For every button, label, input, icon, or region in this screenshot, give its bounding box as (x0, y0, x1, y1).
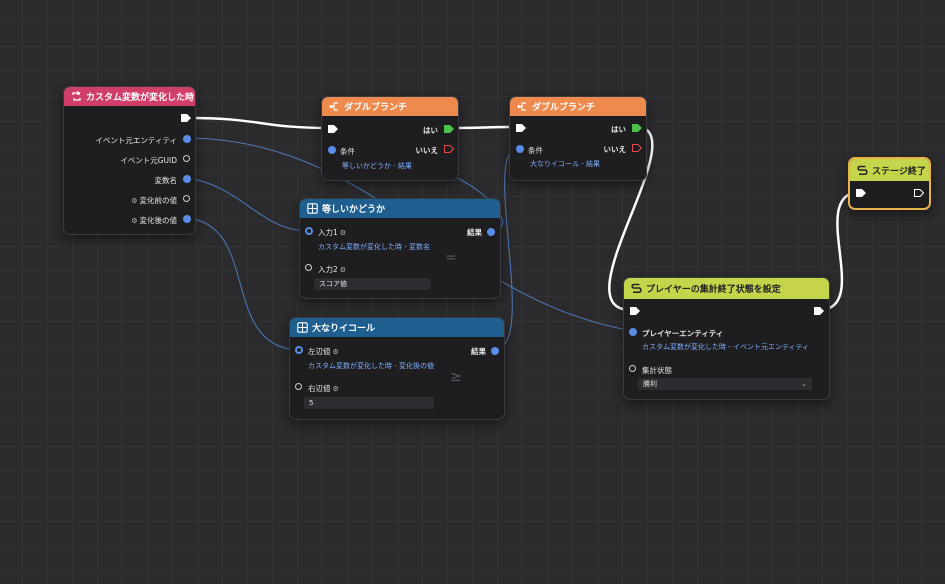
condition-label: 条件 (340, 147, 355, 156)
wire-after-value (186, 217, 298, 351)
player-entity-label: プレイヤーエンティティ (642, 329, 724, 338)
tally-state-dropdown[interactable]: 勝利 ⌄ (638, 378, 812, 390)
input2-pin[interactable] (305, 264, 312, 271)
result-label: 結果 (471, 347, 486, 356)
node-gte[interactable]: 大なりイコール 左辺値⚙ 結果 カスタム変数が変化した時 - 変化後の値 ≥ 右… (289, 317, 505, 420)
script-icon (630, 283, 642, 295)
node-header[interactable]: プレイヤーの集計終了状態を設定 (624, 278, 829, 299)
output-label-source-guid: イベント元GUID (120, 156, 177, 165)
yes-exec-pin[interactable] (632, 124, 642, 132)
left-value-label: 左辺値⚙ (308, 347, 339, 356)
gear-icon: ⚙ (339, 266, 347, 274)
output-pin-var-name[interactable] (183, 175, 191, 183)
condition-pin[interactable] (328, 146, 336, 154)
input1-link: カスタム変数が変化した時 - 変数名 (318, 243, 430, 251)
exec-in-pin[interactable] (516, 124, 526, 132)
no-exec-pin[interactable] (444, 145, 454, 153)
result-pin[interactable] (491, 347, 499, 355)
node-title: ステージ終了 (872, 166, 926, 177)
node-title: プレイヤーの集計終了状態を設定 (646, 285, 781, 295)
right-value-label: 右辺値⚙ (308, 384, 339, 393)
gte-operator: ≥ (450, 369, 462, 385)
no-label: いいえ (603, 145, 627, 154)
result-label: 結果 (467, 228, 482, 237)
output-label-after-value: ⚙変化後の値 (131, 216, 177, 225)
exec-in-pin[interactable] (328, 125, 338, 133)
branch-icon (516, 101, 528, 113)
output-label-before-value: ⚙変化前の値 (131, 196, 177, 205)
node-title: ダブルブランチ (344, 103, 408, 113)
node-title: 等しいかどうか (322, 205, 386, 215)
no-exec-pin[interactable] (632, 144, 642, 152)
condition-pin[interactable] (516, 145, 524, 153)
tally-state-label: 集計状態 (642, 366, 672, 375)
node-header[interactable]: カスタム変数が変化した時 (64, 87, 195, 106)
calc-icon (296, 322, 308, 334)
left-value-link: カスタム変数が変化した時 - 変化後の値 (308, 362, 434, 370)
exec-out-pin[interactable] (814, 307, 824, 315)
node-set-player-tally-state[interactable]: プレイヤーの集計終了状態を設定 プレイヤーエンティティ カスタム変数が変化した時… (623, 277, 830, 400)
gear-icon: ⚙ (131, 197, 138, 205)
output-pin-before-value[interactable] (183, 195, 190, 202)
input2-label: 入力2⚙ (318, 265, 347, 274)
player-entity-link: カスタム変数が変化した時 - イベント元エンティティ (642, 343, 810, 351)
player-entity-pin[interactable] (629, 328, 637, 336)
gear-icon: ⚙ (332, 348, 339, 356)
yes-label: はい (423, 126, 438, 135)
node-title: 大なりイコール (312, 324, 376, 334)
output-pin-after-value[interactable] (183, 215, 191, 223)
input2-field[interactable]: スコア値 (314, 278, 431, 290)
loop-icon (70, 91, 82, 103)
node-stage-end[interactable]: ステージ終了 (848, 157, 931, 210)
condition-link: 等しいかどうか - 結果 (342, 162, 412, 170)
node-custom-var-changed[interactable]: カスタム変数が変化した時 イベント元エンティティ イベント元GUID 変数名 ⚙… (63, 86, 196, 235)
dropdown-arrow-icon: ⌄ (801, 380, 807, 388)
input1-label: 入力1⚙ (318, 228, 347, 237)
output-label-var-name: 変数名 (154, 176, 178, 185)
node-equals[interactable]: 等しいかどうか 入力1⚙ 結果 カスタム変数が変化した時 - 変数名 = 入力2… (299, 198, 501, 299)
gear-icon: ⚙ (131, 217, 138, 225)
yes-exec-pin[interactable] (444, 125, 454, 133)
node-header[interactable]: ステージ終了 (850, 159, 929, 181)
branch-icon (328, 101, 340, 113)
no-label: いいえ (415, 146, 439, 155)
node-header[interactable]: ダブルブランチ (510, 97, 646, 116)
gear-icon: ⚙ (332, 385, 339, 393)
equals-operator: = (445, 250, 457, 266)
exec-out-pin[interactable] (181, 114, 191, 122)
wire-exec-1 (189, 116, 331, 130)
output-label-source-entity: イベント元エンティティ (95, 136, 177, 145)
calc-icon (306, 203, 318, 215)
node-double-branch-2[interactable]: ダブルブランチ はい 条件 いいえ 大なりイコール - 結果 (509, 96, 647, 181)
node-double-branch-1[interactable]: ダブルブランチ はい 条件 いいえ 等しいかどうか - 結果 (321, 96, 459, 181)
node-header[interactable]: 等しいかどうか (300, 199, 500, 218)
exec-in-pin[interactable] (630, 307, 640, 315)
input1-pin[interactable] (305, 227, 313, 235)
left-value-pin[interactable] (295, 346, 303, 354)
node-header[interactable]: 大なりイコール (290, 318, 504, 337)
wire-var-name (186, 177, 308, 232)
condition-link: 大なりイコール - 結果 (530, 160, 600, 168)
node-title: ダブルブランチ (532, 103, 596, 113)
result-pin[interactable] (487, 228, 495, 236)
tally-state-pin[interactable] (629, 365, 636, 372)
right-value-pin[interactable] (295, 383, 302, 390)
tally-state-value: 勝利 (643, 380, 657, 388)
condition-label: 条件 (528, 146, 543, 155)
node-header[interactable]: ダブルブランチ (322, 97, 458, 116)
exec-out-pin[interactable] (914, 189, 924, 197)
right-value-field[interactable]: 5 (304, 397, 434, 409)
yes-label: はい (611, 125, 626, 134)
output-pin-source-guid[interactable] (183, 155, 190, 162)
exec-in-pin[interactable] (856, 189, 866, 197)
script-icon (856, 164, 868, 176)
output-pin-source-entity[interactable] (183, 135, 191, 143)
gear-icon: ⚙ (339, 229, 347, 237)
node-title: カスタム変数が変化した時 (86, 93, 195, 103)
